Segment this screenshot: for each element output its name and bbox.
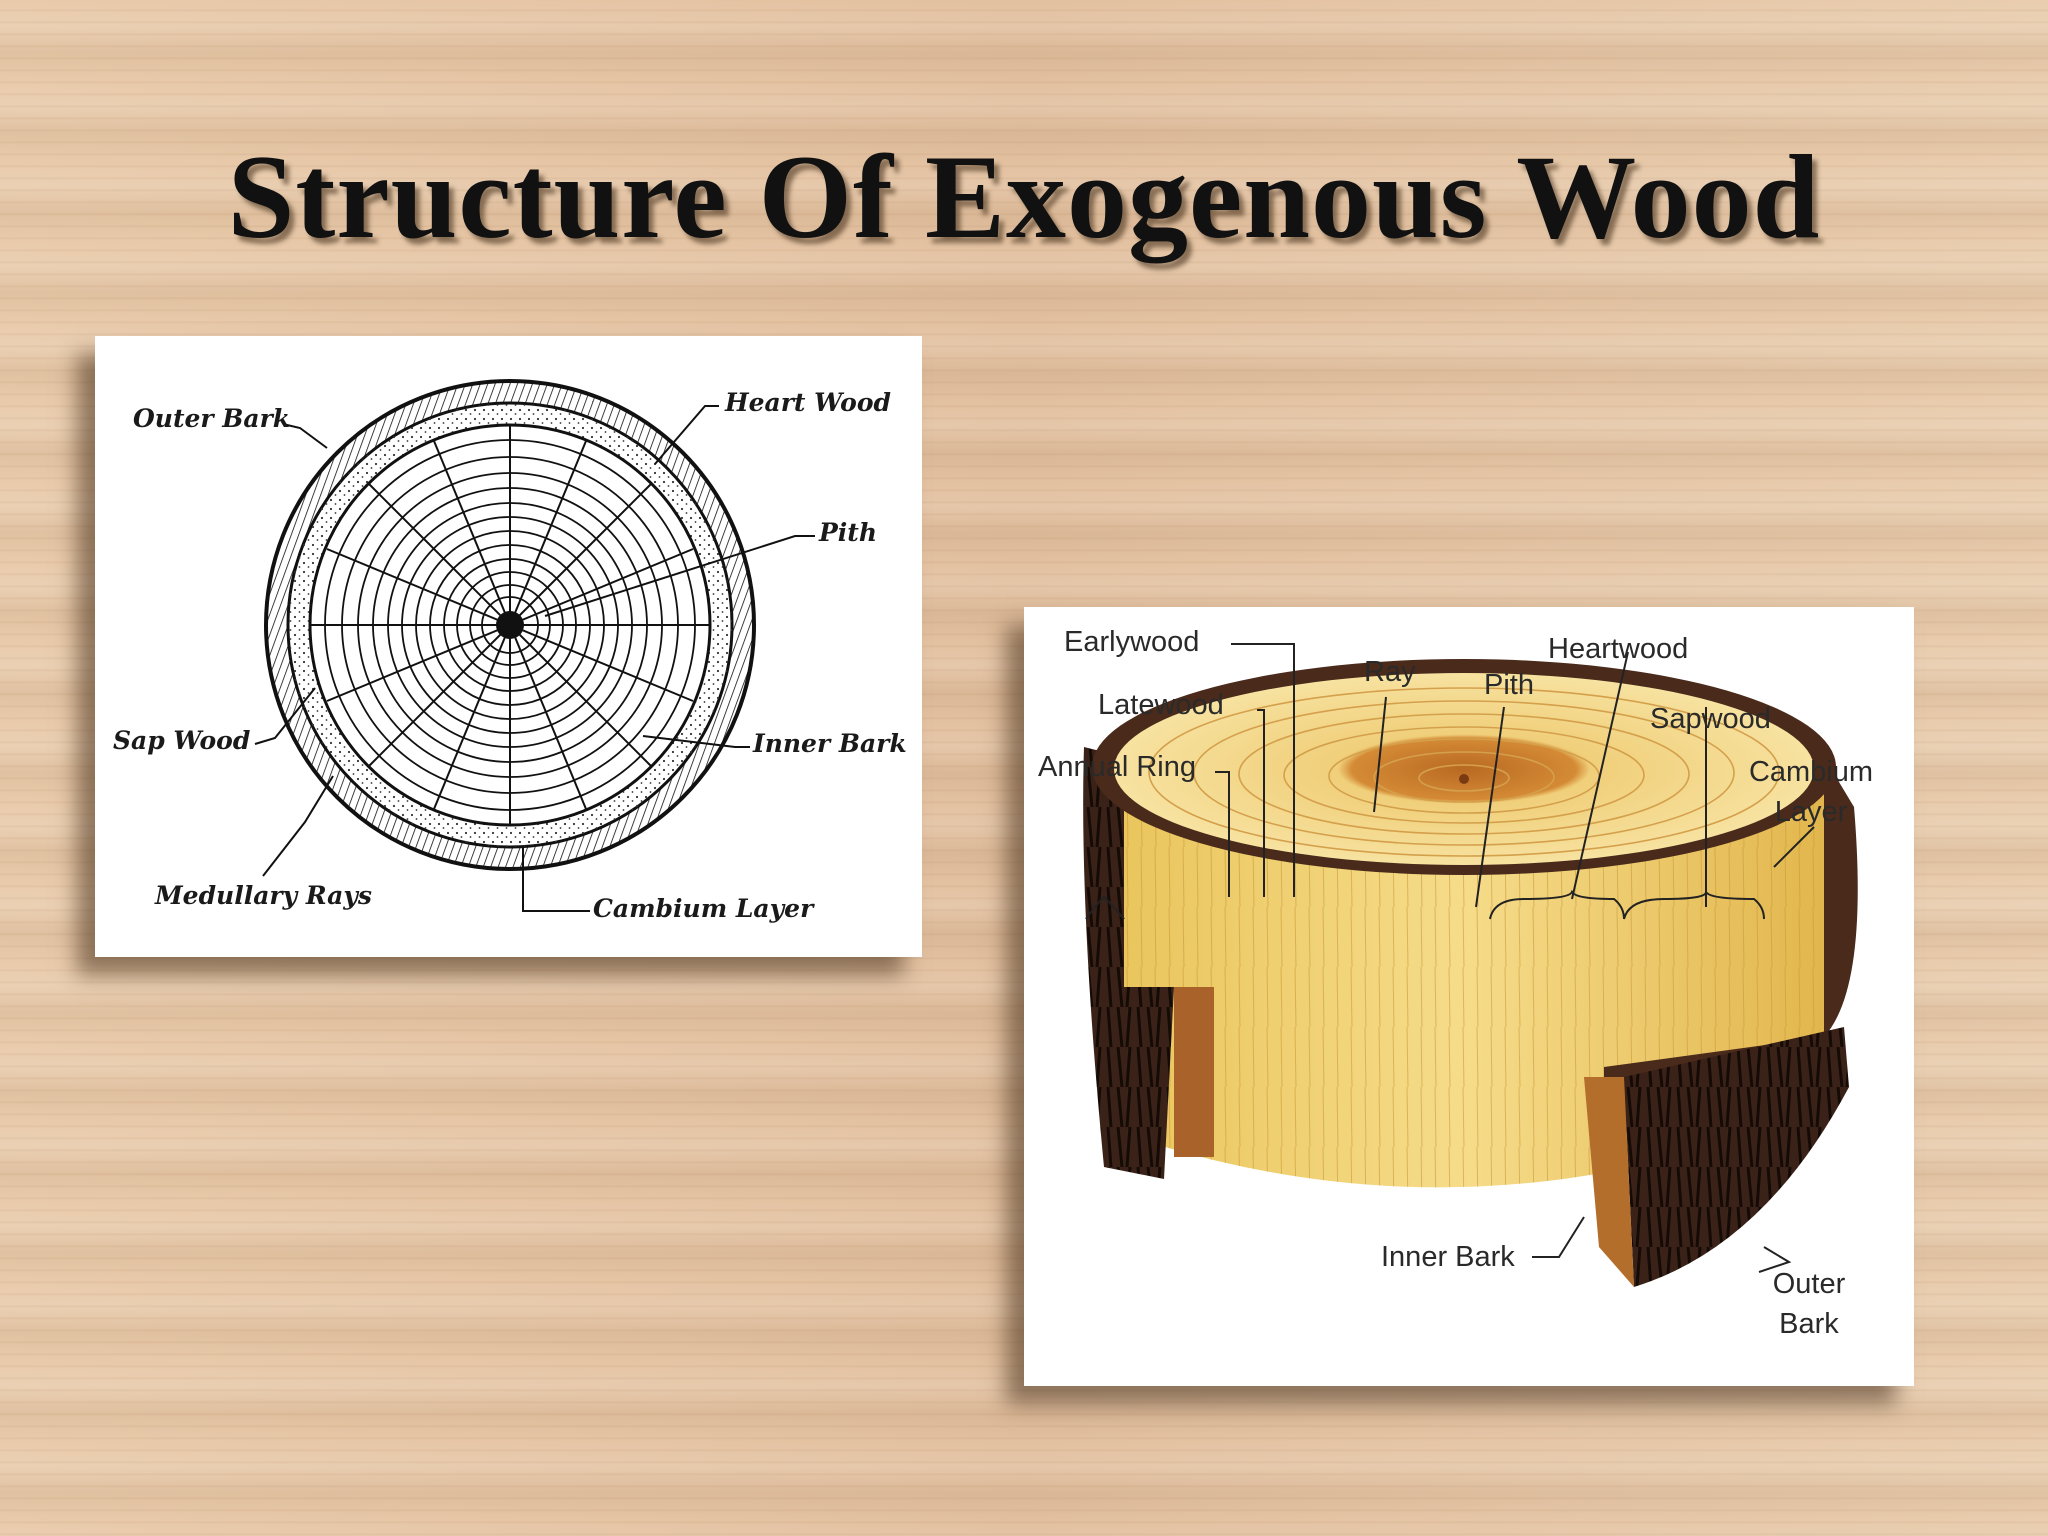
label-heart-wood: Heart Wood [725, 388, 892, 417]
bark-left [1083, 747, 1174, 1179]
label-pith: Pith [819, 518, 878, 547]
label-outer-bark: Outer Bark [1764, 1264, 1854, 1344]
top-growth-rings [1148, 687, 1780, 857]
label-latewood: Latewood [1098, 689, 1224, 721]
label-inner-bark: Inner Bark [1381, 1241, 1515, 1273]
label-medullary-rays: Medullary Rays [155, 881, 372, 910]
log-illustration: Earlywood Latewood Annual Ring Ray Pith … [1024, 607, 1914, 1386]
label-annual-ring: Annual Ring [1038, 751, 1196, 783]
label-pith: Pith [1484, 669, 1534, 701]
bark-right-front [1624, 1027, 1849, 1287]
slide-title: Structure Of Exogenous Wood [227, 130, 1821, 263]
log-top-face [1114, 673, 1814, 865]
outer-bark-line-1: Outer [1772, 1268, 1846, 1300]
cross-section-diagram: Outer Bark Heart Wood Pith Sap Wood Inne… [95, 336, 922, 957]
medullary-rays [311, 426, 709, 824]
label-inner-bark: Inner Bark [753, 729, 907, 758]
outer-bark-line-2: Bark [1779, 1308, 1839, 1340]
right-leader-lines [1085, 643, 1815, 1273]
label-heartwood: Heartwood [1548, 633, 1689, 665]
label-cambium-layer: Cambium Layer [593, 894, 814, 923]
leader-lines [254, 405, 815, 912]
cambium-line-2: Layer [1774, 796, 1848, 828]
label-sap-wood: Sap Wood [113, 726, 251, 755]
label-sapwood: Sapwood [1650, 703, 1771, 735]
label-outer-bark: Outer Bark [133, 404, 291, 433]
pith-dot [496, 611, 524, 639]
cambium-line-1: Cambium [1748, 756, 1874, 788]
cross-section-drawing [254, 379, 815, 912]
log-drawing [1083, 643, 1858, 1287]
inner-bark-right [1584, 1077, 1634, 1287]
label-ray: Ray [1364, 656, 1416, 688]
inner-bark-left [1174, 987, 1214, 1157]
label-earlywood: Earlywood [1064, 626, 1200, 658]
label-cambium-layer: Cambium Layer [1736, 752, 1886, 832]
